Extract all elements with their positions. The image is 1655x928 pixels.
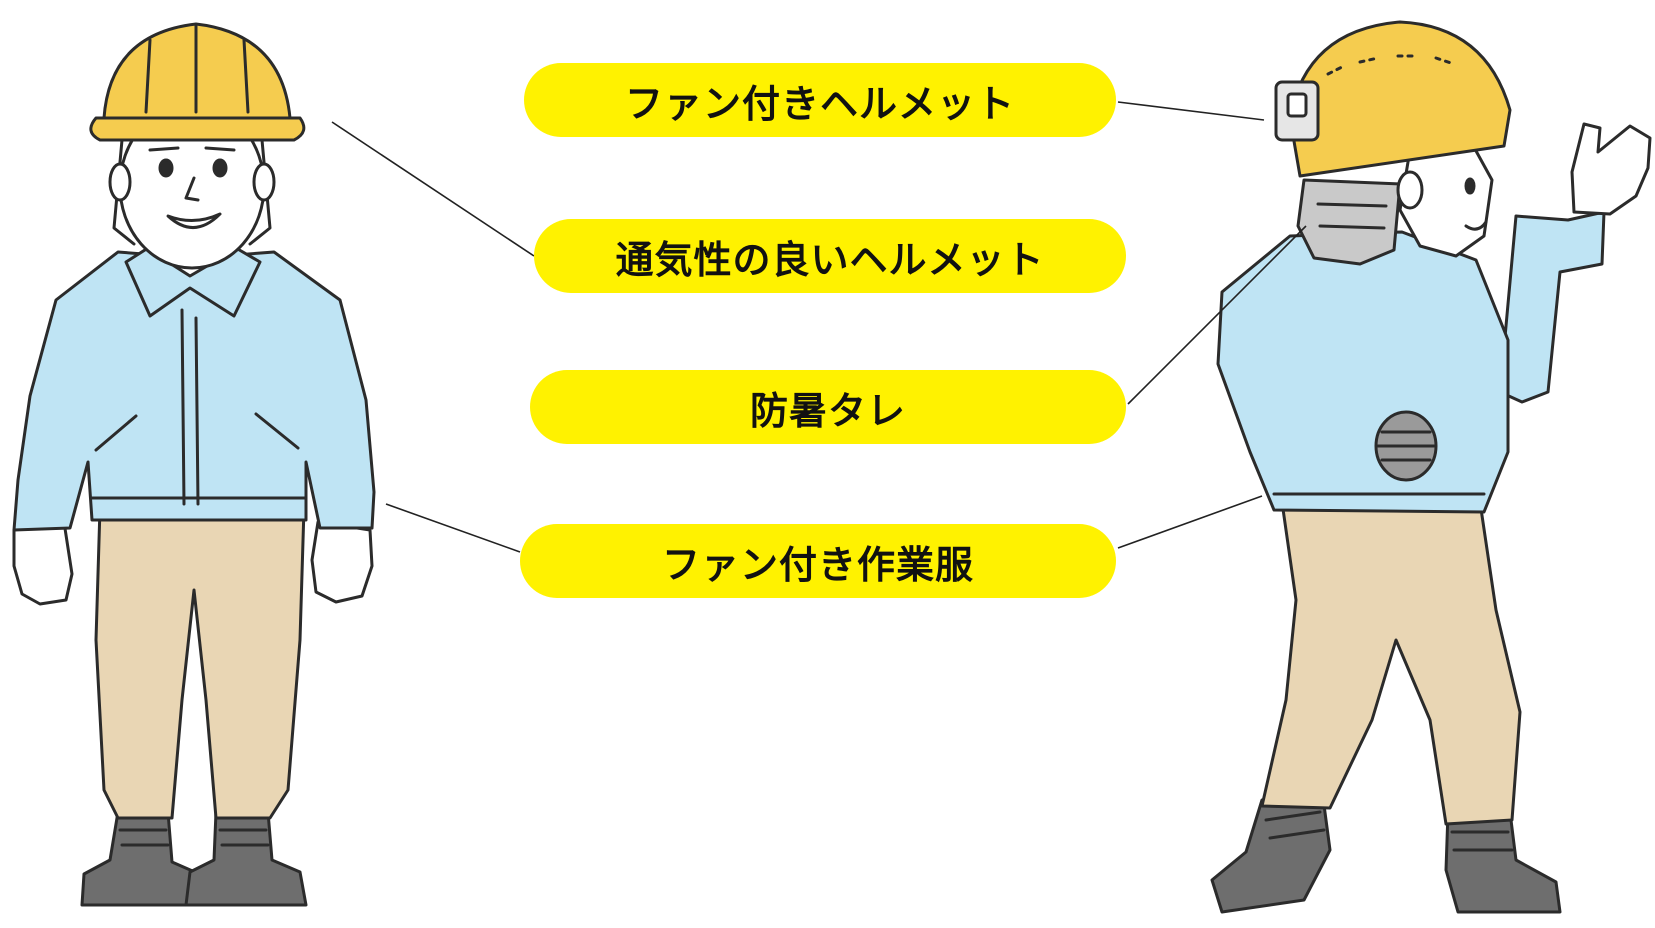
front-jacket [12, 250, 376, 532]
leader-lines [331, 101, 1307, 553]
back-worker-figure [1210, 20, 1652, 914]
leader-line-work-suit-front [385, 503, 521, 553]
back-neck-shade [1296, 178, 1402, 266]
back-raised-arm [1498, 210, 1606, 404]
leader-line-neck-shade [1127, 225, 1307, 405]
front-right-glove [310, 520, 374, 604]
label-heat-neck-shade: 防暑タレ [530, 370, 1126, 444]
label-fan-work-suit: ファン付き作業服 [520, 524, 1116, 598]
label-ventilated-helmet: 通気性の良いヘルメット [534, 219, 1126, 293]
back-pants [1260, 500, 1522, 826]
front-left-glove [12, 520, 74, 606]
back-helmet [1288, 20, 1512, 178]
back-boots [1210, 788, 1562, 914]
front-pants [94, 506, 306, 820]
back-jacket [1216, 230, 1510, 514]
leader-line-work-suit-back [1117, 495, 1263, 549]
leader-line-ventilated-helmet [331, 121, 535, 257]
label-fan-helmet: ファン付きヘルメット [524, 63, 1116, 137]
front-worker-figure [12, 22, 376, 907]
front-boots [80, 810, 308, 907]
back-pointing-hand [1570, 122, 1652, 216]
leader-line-fan-helmet [1117, 101, 1265, 121]
